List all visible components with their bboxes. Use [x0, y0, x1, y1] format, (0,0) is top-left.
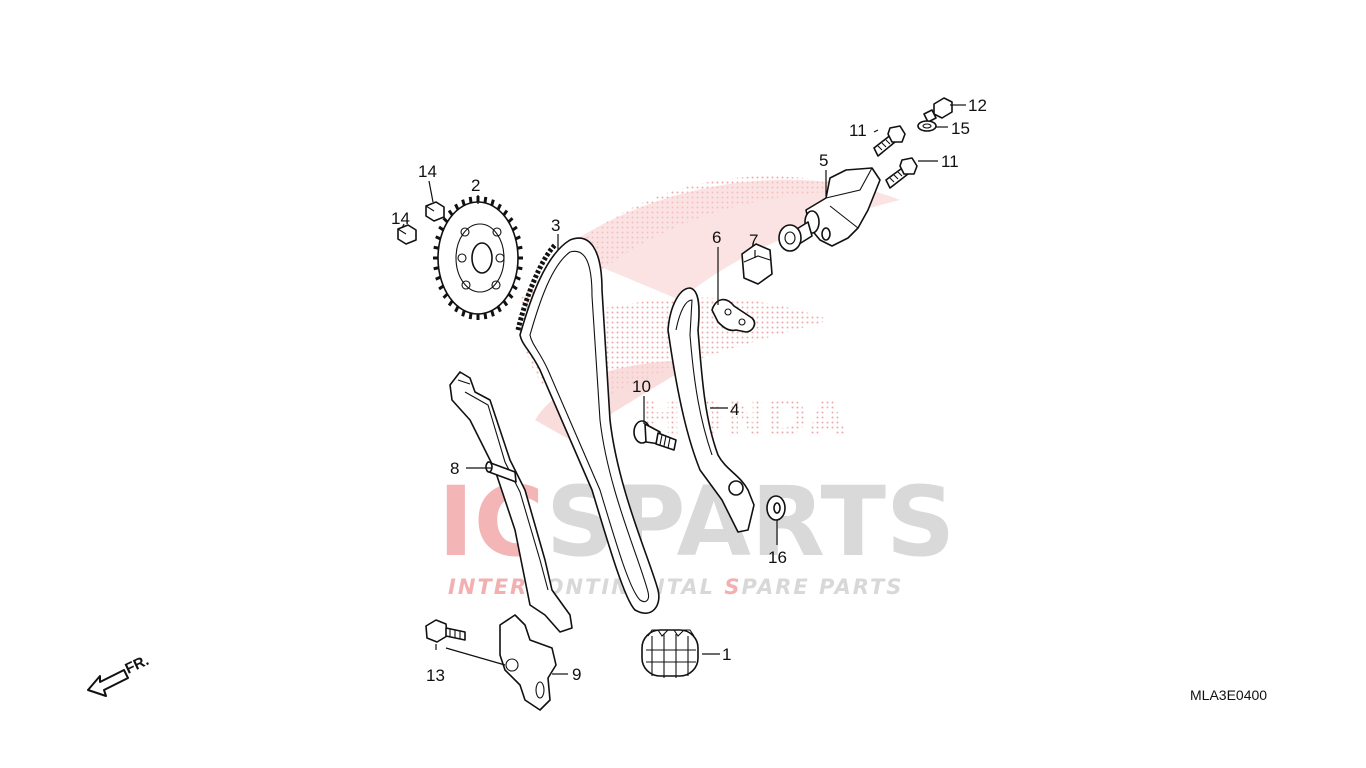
callout-11-upper[interactable]: 11: [849, 121, 867, 140]
sprocket-tooth: [454, 203, 460, 211]
watermark-subtitle-0: INTER: [448, 575, 528, 599]
sprocket-tooth: [496, 203, 502, 211]
callout-12[interactable]: 12: [968, 96, 987, 115]
sprocket-tooth: [483, 312, 488, 320]
sprocket-bolt-upper[interactable]: [425, 201, 445, 222]
sprocket-tooth: [502, 209, 509, 216]
tensioner-lifter[interactable]: [778, 167, 881, 252]
sprocket-tooth: [496, 305, 502, 313]
gasket[interactable]: [711, 298, 756, 333]
sprocket-tooth: [447, 300, 454, 307]
callout-13[interactable]: 13: [426, 666, 445, 685]
callout-3[interactable]: 3: [551, 216, 560, 235]
sprocket-tooth: [461, 310, 466, 317]
callout-1[interactable]: 1: [722, 645, 731, 664]
watermark-subtitle-2: S: [724, 575, 741, 599]
sprocket-tooth: [507, 292, 514, 299]
front-direction-indicator: FR.: [87, 652, 152, 697]
callout-9[interactable]: 9: [572, 665, 581, 684]
sprocket-tooth: [468, 312, 473, 320]
callout-7[interactable]: 7: [749, 231, 758, 250]
callout-14-lower[interactable]: 14: [391, 209, 410, 228]
guide-plate[interactable]: [499, 614, 557, 711]
sealing-bolt-12[interactable]: [923, 97, 953, 123]
sprocket-tooth: [447, 209, 454, 216]
flange-bolt-11-lower[interactable]: [885, 157, 918, 189]
sprocket-tooth: [490, 310, 495, 317]
callout-5[interactable]: 5: [819, 151, 828, 170]
diagram-code: MLA3E0400: [1190, 687, 1267, 703]
callout-4[interactable]: 4: [730, 400, 739, 419]
watermark-subtitle: INTERCONTINENTAL SPARE PARTS: [448, 575, 903, 599]
callout-labels: 1 2 3 4 5 6 7 8 9 10 11 11 12 13 14 14 1…: [391, 96, 987, 685]
flange-bolt-13[interactable]: [425, 619, 466, 643]
lifter-bolt[interactable]: [741, 243, 773, 285]
sealing-washer-15[interactable]: [917, 120, 937, 132]
callout-6[interactable]: 6: [712, 228, 721, 247]
front-label: FR.: [123, 652, 152, 678]
callout-10[interactable]: 10: [632, 377, 651, 396]
callout-15[interactable]: 15: [951, 119, 970, 138]
guide-pin[interactable]: [485, 461, 517, 483]
cam-sprocket[interactable]: [433, 196, 523, 320]
drive-sprocket[interactable]: [641, 629, 699, 678]
honda-logo-text: HONDA: [640, 389, 847, 447]
callout-14-upper[interactable]: 14: [418, 162, 437, 181]
sprocket-tooth: [490, 199, 495, 206]
sprocket-tooth: [442, 292, 449, 299]
sprocket-tooth: [454, 305, 460, 313]
sprocket-bolt-lower[interactable]: [397, 224, 417, 245]
callout-2[interactable]: 2: [471, 176, 480, 195]
tensioner-arm[interactable]: [667, 287, 755, 533]
watermark-subtitle-3: PARE PARTS: [741, 575, 903, 599]
callout-8[interactable]: 8: [450, 459, 459, 478]
front-arrow-icon: [87, 669, 129, 697]
callout-11-lower[interactable]: 11: [941, 152, 959, 171]
pivot-bolt[interactable]: [633, 420, 677, 451]
flange-bolt-11-upper[interactable]: [873, 125, 906, 157]
sprocket-tooth: [483, 196, 488, 204]
sprocket-tooth: [468, 196, 473, 204]
washer-16[interactable]: [766, 495, 786, 521]
callout-16[interactable]: 16: [768, 548, 787, 567]
sprocket-tooth: [442, 217, 449, 224]
sprocket-tooth: [461, 199, 466, 206]
sprocket-tooth: [502, 300, 509, 307]
cam-chain[interactable]: [515, 237, 660, 614]
leader-lines: [401, 104, 966, 675]
sprocket-tooth: [507, 217, 514, 224]
